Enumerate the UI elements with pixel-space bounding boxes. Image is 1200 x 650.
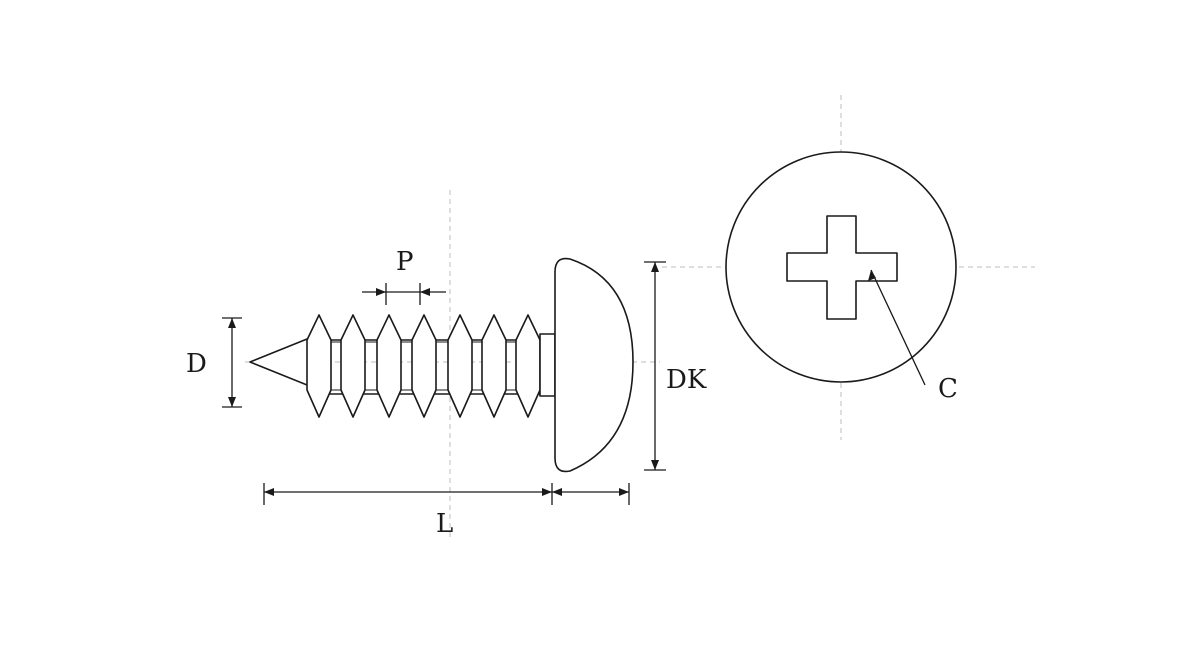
thread-crest [447, 314, 473, 418]
threads [306, 314, 541, 418]
screw-head-top-view: C [725, 151, 958, 404]
thread-crest [411, 314, 437, 418]
pitch-dimension: P [362, 247, 446, 305]
diameter-dimension: D [186, 317, 242, 408]
pitch-label: P [396, 247, 414, 277]
screw-tip [249, 336, 313, 388]
cross-recess-leader [870, 269, 926, 386]
length-label: L [436, 509, 453, 539]
screw-head-profile [554, 257, 634, 473]
head-diameter-label: DK [666, 365, 707, 395]
cross-recess [786, 215, 898, 320]
thread-crest [306, 314, 332, 418]
thread-crest [515, 314, 541, 418]
cross-recess-label: C [938, 374, 958, 404]
diameter-label: D [186, 349, 207, 379]
screw-side-view [249, 257, 634, 473]
thread-crest [481, 314, 507, 418]
head-diameter-dimension: DK [644, 261, 707, 471]
length-dimension: L [263, 483, 630, 539]
thread-crest [340, 314, 366, 418]
screw-neck [539, 333, 556, 397]
thread-crest [376, 314, 402, 418]
